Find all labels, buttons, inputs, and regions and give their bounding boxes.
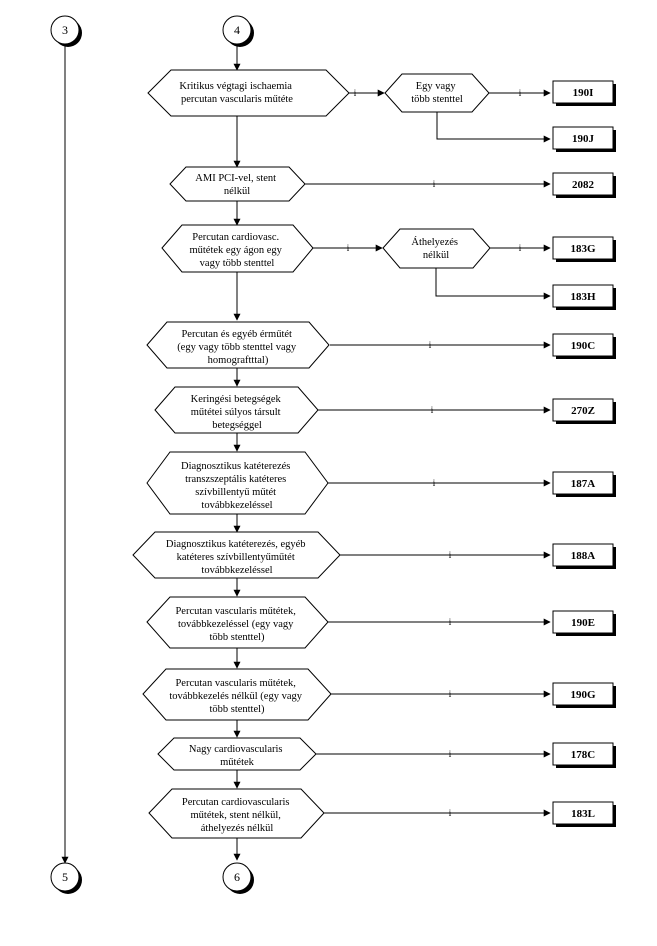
connector-5: 5: [50, 862, 82, 894]
decision-percutan-cardiovascularis-stent-nelkul-text: Percutan cardiovascularis műtétek, stent…: [182, 797, 292, 834]
outcome-270Z-label: 270Z: [571, 405, 595, 417]
connector-3-label: 3: [62, 23, 68, 37]
decision-keringesi-betegsegek-text: Keringési betegségek műtétei súlyos társ…: [191, 394, 284, 431]
decision-egy-vagy-tobb-stenttel: Egy vagy több stenttel: [384, 73, 490, 113]
decision-percutan-vascularis-tovabbkezeles-nelkul-text: Percutan vascularis műtétek, továbbkezel…: [169, 678, 304, 715]
outcome-190E: 190E: [552, 610, 616, 636]
outcome-190C: 190C: [552, 333, 616, 359]
decision-ami-pci-text: AMI PCI-vel, stent nélkül: [195, 173, 278, 197]
outcome-190I: 190I: [552, 80, 616, 106]
branch-d1b-to-190J: [436, 112, 551, 143]
edge-label-d1b: i: [519, 88, 522, 98]
decision-diagnosztikus-transzszeptalis: Diagnosztikus katéterezés transzszeptáli…: [146, 451, 329, 515]
outcome-190J-label: 190J: [572, 133, 595, 145]
decision-ami-pci: AMI PCI-vel, stent nélkül: [169, 166, 306, 202]
decision-nagy-cardiovascularis-text: Nagy cardiovascularis műtétek: [189, 744, 285, 768]
decision-kritikus-vegtagi: Kritikus végtagi ischaemia percutan vasc…: [147, 69, 350, 117]
edge-label-d6: i: [433, 478, 436, 488]
connector-4: 4: [222, 15, 254, 47]
edge-label-d9: i: [449, 689, 452, 699]
outcome-183H-label: 183H: [570, 291, 596, 303]
outcome-183G: 183G: [552, 236, 616, 262]
edge-label-d4: i: [429, 340, 432, 350]
outcome-190G-label: 190G: [570, 689, 596, 701]
decision-diagnosztikus-egyeb: Diagnosztikus katéterezés, egyéb katéter…: [132, 531, 341, 579]
decision-percutan-cardiovasc-egy-agon-text: Percutan cardiovasc. műtétek egy ágon eg…: [189, 232, 284, 269]
outcome-183G-label: 183G: [570, 243, 596, 255]
outcome-2082-label: 2082: [572, 179, 595, 191]
outcome-2082: 2082: [552, 172, 616, 198]
decision-percutan-cardiovascularis-stent-nelkul: Percutan cardiovascularis műtétek, stent…: [148, 788, 325, 839]
edge-label-d3b: i: [519, 243, 522, 253]
edge-label-d5: i: [431, 405, 434, 415]
decision-kritikus-vegtagi-text: Kritikus végtagi ischaemia percutan vasc…: [179, 81, 294, 105]
decision-egy-vagy-tobb-stenttel-text: Egy vagy több stenttel: [411, 81, 463, 105]
outcome-188A-label: 188A: [571, 550, 596, 562]
connector-6-label: 6: [234, 870, 240, 884]
outcome-178C-label: 178C: [571, 749, 596, 761]
connector-4-label: 4: [234, 23, 240, 37]
connector-6: 6: [222, 862, 254, 894]
decision-percutan-es-egyeb-ermutet-text: Percutan és egyéb érműtét (egy vagy több…: [177, 329, 299, 366]
outcome-190C-label: 190C: [571, 340, 596, 352]
outcome-270Z: 270Z: [552, 398, 616, 424]
branch-d3b-to-183H: [435, 268, 551, 300]
decision-athelyezes-nelkul: Áthelyezés nélkül: [382, 228, 491, 269]
outcome-183L-label: 183L: [571, 808, 595, 820]
edge-label-d1: i: [354, 88, 357, 98]
decision-keringesi-betegsegek: Keringési betegségek műtétei súlyos társ…: [154, 386, 319, 434]
outcome-188A: 188A: [552, 543, 616, 569]
connector-3: 3: [50, 15, 82, 47]
outcome-190G: 190G: [552, 682, 616, 708]
edge-label-d11: i: [449, 808, 452, 818]
edge-label-d10: i: [449, 749, 452, 759]
decision-percutan-es-egyeb-ermutet: Percutan és egyéb érműtét (egy vagy több…: [146, 321, 330, 369]
outcome-190J: 190J: [552, 126, 616, 152]
decision-diagnosztikus-egyeb-text: Diagnosztikus katéterezés, egyéb katéter…: [166, 539, 308, 576]
connector-5-label: 5: [62, 870, 68, 884]
outcome-187A: 187A: [552, 471, 616, 497]
flow-lines: [61, 44, 241, 864]
decision-percutan-vascularis-tovabbkezeles-nelkul: Percutan vascularis műtétek, továbbkezel…: [142, 668, 332, 721]
edge-label-d8: i: [449, 617, 452, 627]
decision-diagnosztikus-transzszeptalis-text: Diagnosztikus katéterezés transzszeptáli…: [181, 461, 293, 511]
branch-lines: [300, 89, 551, 817]
outcome-190I-label: 190I: [573, 87, 594, 99]
decision-athelyezes-nelkul-text: Áthelyezés nélkül: [411, 236, 460, 261]
edge-label-d3: i: [347, 243, 350, 253]
outcome-183L: 183L: [552, 801, 616, 827]
edge-label-d7: i: [449, 550, 452, 560]
decision-nagy-cardiovascularis: Nagy cardiovascularis műtétek: [157, 737, 317, 771]
outcome-178C: 178C: [552, 742, 616, 768]
edge-label-d2: i: [433, 179, 436, 189]
outcome-190E-label: 190E: [571, 617, 595, 629]
decision-percutan-vascularis-tovabbkezelessel-text: Percutan vascularis műtétek, továbbkezel…: [175, 606, 298, 643]
outcome-187A-label: 187A: [571, 478, 596, 490]
outcome-183H: 183H: [552, 284, 616, 310]
decision-percutan-vascularis-tovabbkezelessel: Percutan vascularis műtétek, továbbkezel…: [146, 596, 329, 649]
decision-percutan-cardiovasc-egy-agon: Percutan cardiovasc. műtétek egy ágon eg…: [161, 224, 314, 273]
edge-labels: i i i i i i i i i i i i i: [347, 88, 522, 818]
